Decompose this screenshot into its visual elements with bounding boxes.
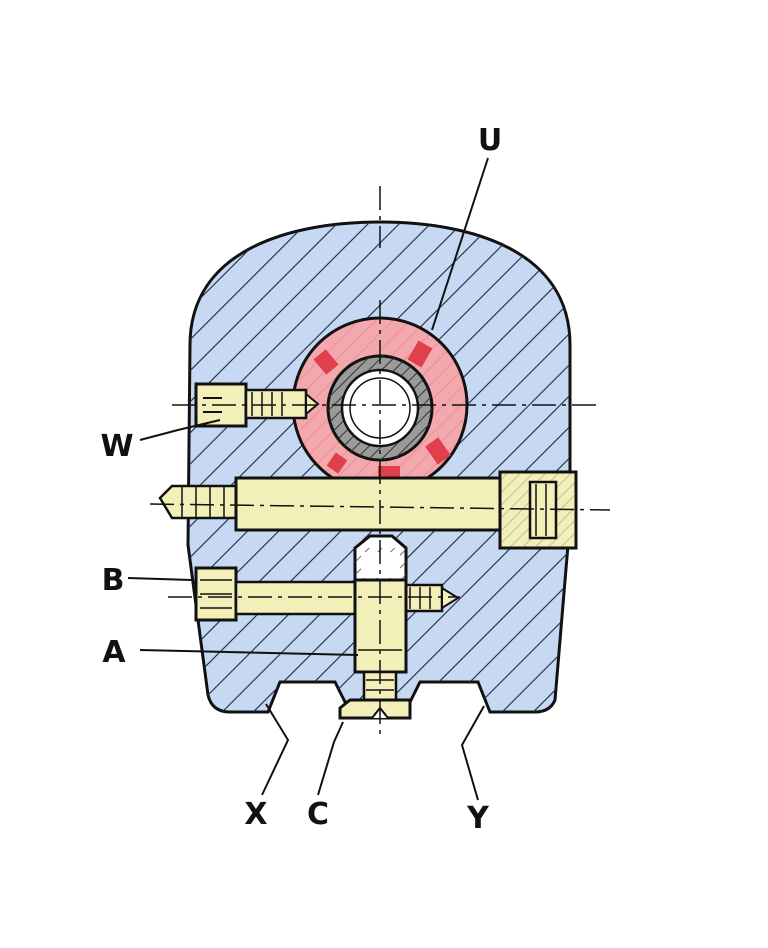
label-b: B xyxy=(102,563,125,598)
leader-y xyxy=(460,705,485,801)
label-a: A xyxy=(102,635,126,670)
leader-w xyxy=(139,419,221,441)
leader-b xyxy=(127,577,193,581)
bolt-b xyxy=(194,566,460,622)
label-w: W xyxy=(100,429,133,464)
centre-lines xyxy=(149,186,611,740)
leader-c xyxy=(317,721,344,796)
label-c: C xyxy=(307,797,329,832)
leader-lines xyxy=(127,157,489,801)
leader-u xyxy=(431,157,489,331)
label-y: Y xyxy=(466,801,490,836)
leader-a xyxy=(139,649,359,656)
label-x: X xyxy=(244,797,267,832)
label-u: U xyxy=(478,123,502,158)
leader-x xyxy=(261,703,290,796)
